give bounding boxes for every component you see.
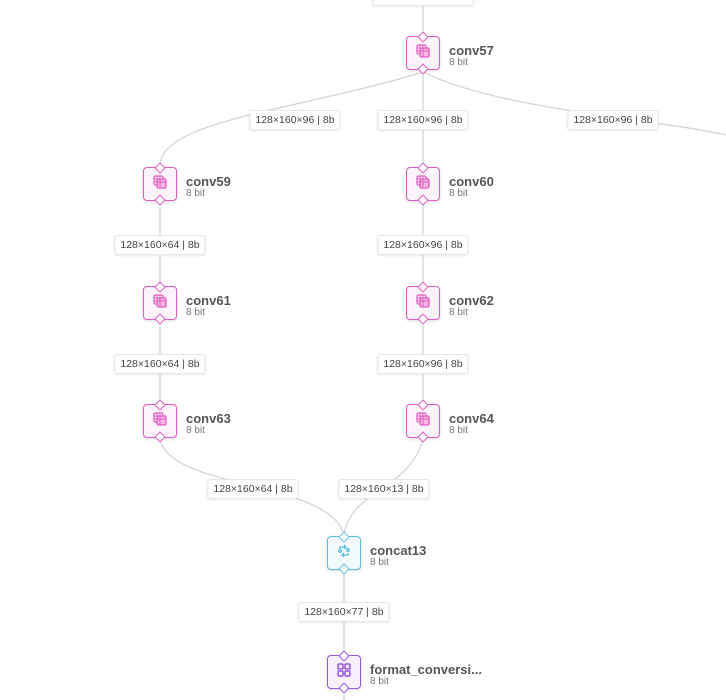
edge-label: 128×160×96 | 8b xyxy=(249,110,341,130)
node-label-format: format_conversi... 8 bit xyxy=(370,663,482,687)
edge-label: 128×160×64 | 8b xyxy=(114,235,206,255)
node-conv61[interactable] xyxy=(143,281,177,325)
node-conv57[interactable] xyxy=(406,31,440,75)
node-label-conv63: conv63 8 bit xyxy=(186,412,231,436)
edge-label: 128×160×96 | 8b xyxy=(377,110,469,130)
edge-label: 128×160×13 | 8b xyxy=(338,479,430,499)
node-name: conv62 xyxy=(449,293,494,308)
edge-label: 128×160×96 | 8b xyxy=(377,354,469,374)
node-name: conv64 xyxy=(449,411,494,426)
node-conv59[interactable] xyxy=(143,162,177,206)
node-label-concat13: concat13 8 bit xyxy=(370,544,426,568)
node-bits: 8 bit xyxy=(186,307,205,318)
node-bits: 8 bit xyxy=(449,57,468,68)
edge-label-input xyxy=(372,0,474,6)
node-bits: 8 bit xyxy=(186,425,205,436)
edge-label: 128×160×64 | 8b xyxy=(207,479,299,499)
conv-grid-icon xyxy=(416,293,430,313)
format-blocks-icon xyxy=(337,662,351,682)
conv-grid-icon xyxy=(416,174,430,194)
conv-grid-icon xyxy=(153,411,167,431)
edge-conv57-conv59 xyxy=(159,71,424,167)
node-bits: 8 bit xyxy=(449,425,468,436)
node-name: concat13 xyxy=(370,543,427,558)
edge-label: 128×160×96 | 8b xyxy=(567,110,659,130)
conv-grid-icon xyxy=(416,411,430,431)
node-name: format_conversi... xyxy=(370,662,482,677)
node-bits: 8 bit xyxy=(370,557,389,568)
node-name: conv61 xyxy=(186,293,231,308)
node-name: conv63 xyxy=(186,411,231,426)
conv-grid-icon xyxy=(153,174,167,194)
node-bits: 8 bit xyxy=(370,676,389,687)
node-format[interactable] xyxy=(327,650,361,694)
node-bits: 8 bit xyxy=(449,307,468,318)
concat-arrows-icon xyxy=(337,544,351,563)
edge-label: 128×160×77 | 8b xyxy=(298,602,390,622)
node-label-conv57: conv57 8 bit xyxy=(449,44,494,68)
node-label-conv62: conv62 8 bit xyxy=(449,294,494,318)
node-conv63[interactable] xyxy=(143,399,177,443)
node-conv64[interactable] xyxy=(406,399,440,443)
node-label-conv64: conv64 8 bit xyxy=(449,412,494,436)
node-conv60[interactable] xyxy=(406,162,440,206)
node-bits: 8 bit xyxy=(449,188,468,199)
node-name: conv57 xyxy=(449,43,494,58)
node-label-conv59: conv59 8 bit xyxy=(186,175,231,199)
node-bits: 8 bit xyxy=(186,188,205,199)
edge-label: 128×160×96 | 8b xyxy=(377,235,469,255)
edge-label: 128×160×64 | 8b xyxy=(114,354,206,374)
node-name: conv59 xyxy=(186,174,231,189)
conv-grid-icon xyxy=(153,293,167,313)
node-name: conv60 xyxy=(449,174,494,189)
conv-grid-icon xyxy=(416,43,430,63)
node-label-conv60: conv60 8 bit xyxy=(449,175,494,199)
node-concat13[interactable] xyxy=(327,531,361,575)
node-label-conv61: conv61 8 bit xyxy=(186,294,231,318)
node-conv62[interactable] xyxy=(406,281,440,325)
